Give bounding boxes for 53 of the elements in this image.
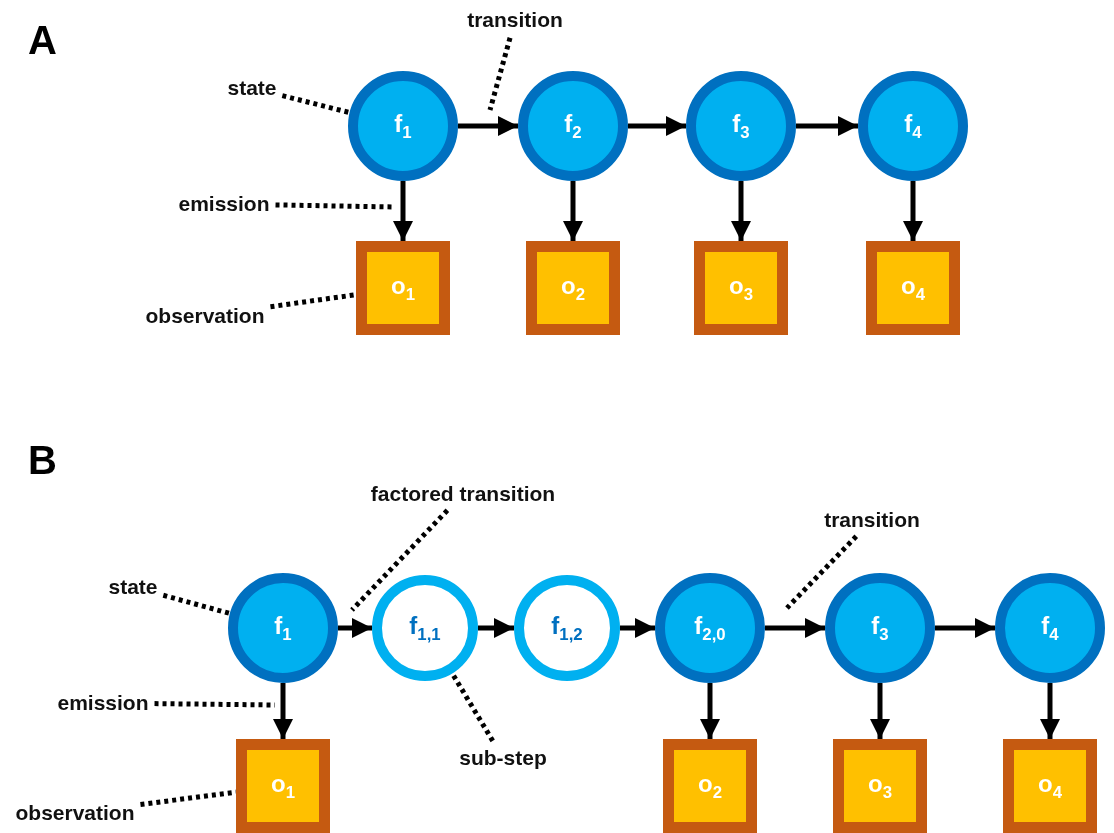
arrow (731, 181, 751, 241)
arrow (700, 683, 720, 739)
substep-circle: f$_{1,1}$ (372, 575, 478, 681)
state-circle: f$_{2}$ (518, 71, 628, 181)
leader-line (487, 37, 513, 111)
arrow (563, 181, 583, 241)
observation-square: o$_{1}$ (356, 241, 450, 335)
arrow (620, 618, 655, 638)
observation-square: o$_{2}$ (663, 739, 757, 833)
callout-label: emission (57, 691, 149, 715)
leader-line (162, 592, 231, 616)
observation-square: o$_{3}$ (694, 241, 788, 335)
callout-label: observation (15, 801, 135, 825)
arrow (338, 618, 372, 638)
arrow (796, 116, 858, 136)
callout-label: state (108, 575, 158, 599)
arrow (935, 618, 995, 638)
arrow (628, 116, 686, 136)
state-circle: f$_{2,0}$ (655, 573, 765, 683)
callout-label: factored transition (370, 482, 556, 506)
leader-line (281, 93, 351, 115)
state-circle: f$_{1}$ (228, 573, 338, 683)
panel-letter: A (28, 18, 57, 63)
arrow (765, 618, 825, 638)
panel-letter: B (28, 438, 57, 483)
state-circle: f$_{3}$ (686, 71, 796, 181)
callout-label: observation (145, 304, 265, 328)
callout-label: transition (824, 508, 920, 532)
state-circle: f$_{1}$ (348, 71, 458, 181)
leader-line (785, 534, 859, 610)
state-circle: f$_{3}$ (825, 573, 935, 683)
substep-circle: f$_{1,2}$ (514, 575, 620, 681)
state-circle: f$_{4}$ (995, 573, 1105, 683)
observation-square: o$_{4}$ (866, 241, 960, 335)
arrow (393, 181, 413, 241)
leader-line (350, 508, 450, 612)
observation-square: o$_{4}$ (1003, 739, 1097, 833)
arrow (870, 683, 890, 739)
observation-square: o$_{1}$ (236, 739, 330, 833)
callout-label: state (227, 76, 277, 100)
arrow (478, 618, 514, 638)
arrow (458, 116, 518, 136)
callout-label: transition (467, 8, 563, 32)
arrow (903, 181, 923, 241)
state-circle: f$_{4}$ (858, 71, 968, 181)
arrow (273, 683, 293, 739)
callout-label: sub-step (459, 746, 547, 770)
leader-line (270, 292, 357, 310)
callout-label: emission (178, 192, 270, 216)
observation-square: o$_{3}$ (833, 739, 927, 833)
leader-line (154, 701, 276, 708)
leader-line (450, 672, 495, 743)
observation-square: o$_{2}$ (526, 241, 620, 335)
